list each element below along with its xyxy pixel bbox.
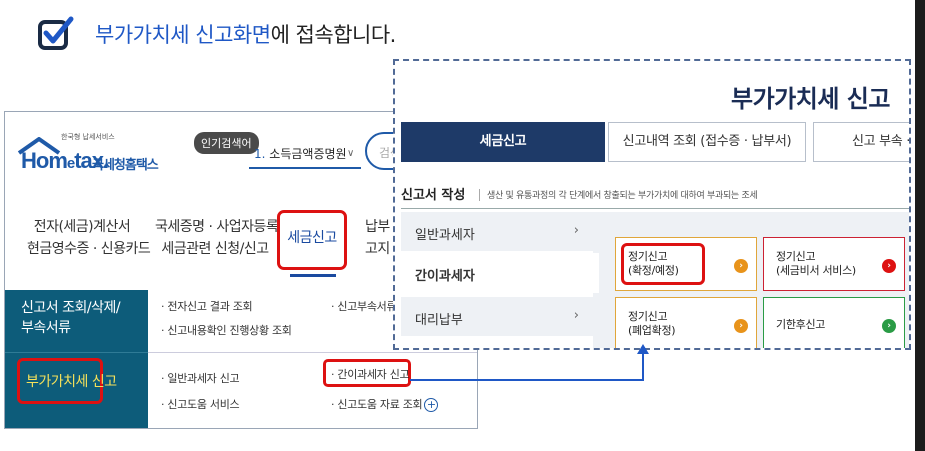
hometax-logo[interactable]: 한국형 납세서비스 Hometax. 국세청홈택스: [15, 132, 165, 180]
menu-attached-docs[interactable]: · 신고부속서류 제: [331, 300, 410, 313]
tab-filing-history[interactable]: 신고내역 조회 (접수증 · 납부서): [608, 122, 806, 162]
menu-help-data[interactable]: · 신고도움 자료 조회+: [331, 396, 439, 412]
taxpayer-simplified[interactable]: 간이과세자: [401, 253, 599, 293]
heading-highlight: 부가가치세 신고화면: [95, 23, 271, 47]
taxpayer-general[interactable]: 일반과세자›: [401, 212, 593, 252]
logo-korean: 국세청홈택스: [92, 158, 159, 173]
highlight-box: [621, 243, 705, 285]
popular-search-term[interactable]: 1. 소득금액증명원: [254, 147, 347, 161]
card-regular-secretary[interactable]: 정기신고(세금비서 서비스)›: [763, 237, 905, 291]
section-title: 신고서 작성: [401, 188, 466, 203]
menu-general-taxpayer[interactable]: · 일반과세자 신고: [161, 372, 240, 385]
checkbox-icon: [38, 16, 74, 50]
menu-divider: [148, 352, 477, 353]
section-description: 생산 및 유통과정의 각 단계에서 창출되는 부가가치에 대하여 부과되는 조세: [487, 191, 758, 201]
arrow-circle-icon: ›: [882, 319, 896, 333]
plus-icon[interactable]: +: [424, 398, 439, 412]
popular-search-underline: [249, 167, 361, 169]
taxpayer-proxy[interactable]: 대리납부›: [401, 297, 593, 337]
tab-tax-filing[interactable]: 세금신고: [401, 122, 605, 162]
menu-review-status[interactable]: · 신고내용확인 진행상황 조회: [161, 324, 292, 337]
arrow-circle-icon: ›: [734, 259, 748, 273]
tab-attachments[interactable]: 신고 부속 ·: [813, 122, 909, 162]
heading-rest: 에 접속합니다.: [270, 23, 397, 47]
arrow-circle-icon: ›: [734, 319, 748, 333]
logo-tagline: 한국형 납세서비스: [61, 133, 115, 141]
card-regular-closure[interactable]: 정기신고(폐업확정)›: [615, 297, 757, 348]
menu-e-filing-result[interactable]: · 전자신고 결과 조회: [161, 300, 253, 313]
instruction-heading: 부가가치세 신고화면에 접속합니다.: [95, 19, 396, 49]
card-late-filing[interactable]: 기한후신고›: [763, 297, 905, 348]
arrow-circle-icon: ›: [882, 259, 896, 273]
side-menu-vat-filing[interactable]: 부가가치세 신고: [17, 358, 117, 404]
chevron-right-icon: ›: [573, 223, 579, 238]
right-edge-bar: [915, 0, 925, 451]
side-menu-return-lookup[interactable]: 신고서 조회/삭제/부속서류: [21, 300, 121, 336]
logo-home: Hometax.: [21, 148, 109, 173]
menu-simplified-taxpayer[interactable]: · 간이과세자 신고: [323, 359, 411, 387]
menu-filing-help[interactable]: · 신고도움 서비스: [161, 398, 240, 411]
vat-title: 부가가치세 신고: [731, 85, 890, 113]
nav-tax-filing[interactable]: 세금신고: [277, 210, 347, 277]
house-roof-icon: [17, 137, 61, 155]
section-separator: [479, 189, 480, 201]
active-underline: [290, 274, 336, 277]
chevron-down-icon[interactable]: ∨: [347, 148, 355, 159]
section-divider: [401, 208, 909, 209]
chevron-right-icon: ›: [573, 308, 579, 323]
popular-search-badge: 인기검색어: [194, 132, 259, 154]
vat-filing-screenshot: 부가가치세 신고 세금신고 신고내역 조회 (접수증 · 납부서) 신고 부속 …: [393, 59, 911, 350]
